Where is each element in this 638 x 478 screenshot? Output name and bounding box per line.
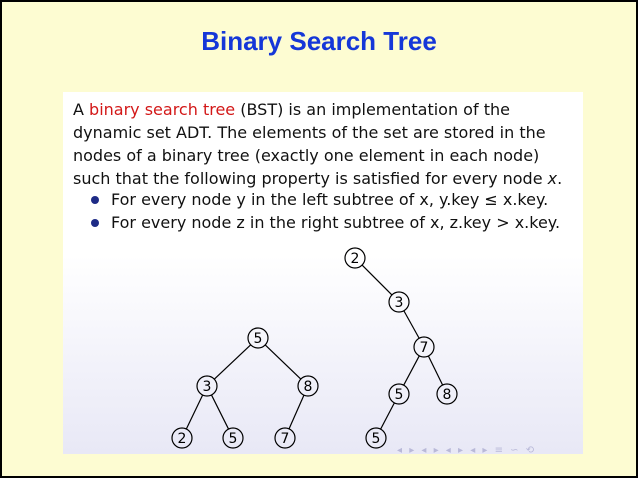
intro-end: . — [557, 169, 563, 188]
bullet-dot-icon — [91, 218, 99, 227]
tree-node-circle — [365, 427, 387, 449]
tree-edge — [403, 310, 420, 339]
tree-node-circle — [413, 336, 435, 358]
intro-rest: (BST) is an implementation of the dynami… — [73, 100, 548, 188]
tree-node: 5 — [222, 427, 244, 449]
tree-node-circle — [436, 383, 458, 405]
tree-node-label: 8 — [304, 379, 313, 395]
slide-title: Binary Search Tree — [201, 26, 437, 56]
tree-node-label: 5 — [372, 431, 381, 447]
tree-node: 5 — [388, 383, 410, 405]
intro-term: binary search tree — [89, 100, 236, 119]
tree-node-circle — [388, 383, 410, 405]
tree-node-label: 3 — [395, 295, 404, 311]
tree-node-circle — [274, 427, 296, 449]
tree-node: 7 — [413, 336, 435, 358]
tree-node: 2 — [344, 247, 366, 269]
tree-node-circle — [171, 427, 193, 449]
tree-node-circle — [344, 247, 366, 269]
bullet-text: For every node z in the right subtree of… — [111, 213, 561, 232]
tree-left: 5 3 8 2 5 7 — [171, 327, 319, 449]
tree-node-circle — [222, 427, 244, 449]
tree-edge — [361, 264, 393, 296]
tree-edge — [213, 344, 252, 380]
tree-node: 8 — [297, 375, 319, 397]
tree-node: 5 — [365, 427, 387, 449]
intro-prefix: A — [73, 100, 90, 119]
tree-edge — [380, 402, 395, 430]
bullet-dot-icon — [91, 195, 99, 204]
beamer-navigation[interactable]: ◂ ▸ ◂ ▸ ◂ ▸ ◂ ▸ ≡ ∽ ⟲ — [397, 445, 537, 456]
tree-node: 3 — [196, 375, 218, 397]
tree-diagrams: 5 3 8 2 5 7 2 3 7 5 8 5 — [171, 247, 458, 449]
tree-node: 8 — [436, 383, 458, 405]
tree-edge — [185, 394, 204, 430]
tree-node: 7 — [274, 427, 296, 449]
tree-node-circle — [297, 375, 319, 397]
tree-node-circle — [388, 291, 410, 313]
tree-node-circle — [196, 375, 218, 397]
tree-node-label: 5 — [254, 331, 263, 347]
tree-edge — [264, 344, 302, 380]
tree-edge — [427, 355, 444, 386]
bullet-right-subtree: For every node z in the right subtree of… — [91, 211, 560, 234]
intro-var: x — [547, 169, 558, 188]
tree-node-label: 8 — [443, 387, 452, 403]
tree-node: 5 — [247, 327, 269, 349]
tree-node-label: 5 — [229, 431, 238, 447]
tree-edge — [288, 394, 305, 430]
tree-node: 3 — [388, 291, 410, 313]
tree-node: 2 — [171, 427, 193, 449]
tree-node-label: 3 — [203, 379, 212, 395]
tree-node-circle — [247, 327, 269, 349]
bullet-text: For every node y in the left subtree of … — [111, 190, 549, 209]
property-list: For every node y in the left subtree of … — [91, 188, 560, 234]
tree-node-label: 7 — [420, 340, 429, 356]
tree-node-label: 2 — [178, 431, 187, 447]
content-panel: A binary search tree (BST) is an impleme… — [63, 92, 583, 454]
tree-node-label: 2 — [351, 251, 360, 267]
tree-edge — [403, 355, 420, 386]
tree-edge — [210, 394, 230, 430]
bullet-left-subtree: For every node y in the left subtree of … — [91, 188, 560, 211]
tree-right: 2 3 7 5 8 5 — [344, 247, 458, 449]
tree-node-label: 7 — [281, 431, 290, 447]
intro-paragraph: A binary search tree (BST) is an impleme… — [73, 98, 578, 190]
tree-node-label: 5 — [395, 387, 404, 403]
